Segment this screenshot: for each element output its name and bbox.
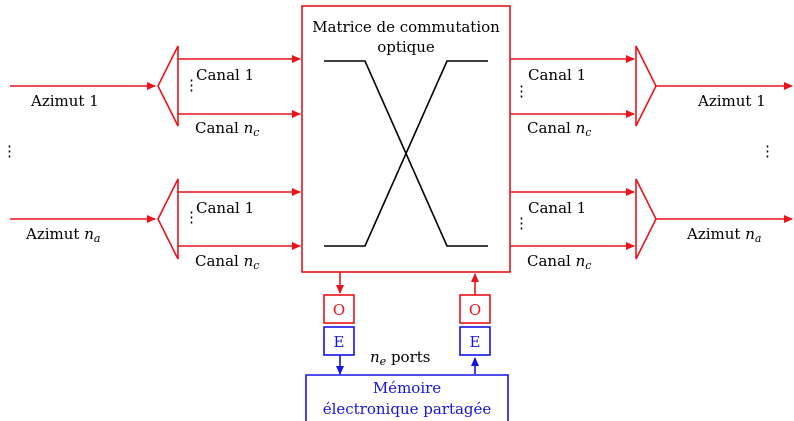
memory-line2: électronique partagée — [323, 400, 492, 418]
label-canal-nc-left-bottom: Canal nc — [195, 252, 259, 272]
label-canal-nc-left-top: Canal nc — [195, 119, 259, 139]
mux-right-bottom — [635, 178, 657, 260]
label-azimut-1-right: Azimut 1 — [697, 92, 766, 110]
converter-o-right-label: O — [469, 301, 481, 319]
label-azimut-na-right: Azimut na — [686, 225, 761, 245]
switch-matrix-box — [301, 5, 511, 273]
label-canal-1-right-bottom: Canal 1 — [528, 199, 586, 217]
converter-e-right-label: E — [470, 333, 481, 351]
label-canal-1-right-top: Canal 1 — [528, 66, 586, 84]
demux-left-top — [157, 45, 179, 127]
label-canal-nc-right-top: Canal nc — [527, 119, 591, 139]
matrix-title-line2: optique — [377, 38, 435, 56]
matrix-title-line1: Matrice de commutation — [312, 18, 500, 36]
label-canal-1-left-bottom: Canal 1 — [196, 199, 254, 217]
memory-line1: Mémoire — [373, 379, 441, 397]
shared-memory-box — [305, 374, 509, 421]
label-azimut-1-left: Azimut 1 — [30, 92, 99, 110]
converter-e-left — [323, 326, 355, 356]
converter-e-left-label: E — [334, 333, 345, 351]
vdots-right-middle: ⋮ — [760, 142, 775, 160]
converter-o-left — [323, 294, 355, 324]
label-canal-nc-right-bottom: Canal nc — [527, 252, 591, 272]
switch-path-b — [324, 60, 488, 247]
converter-e-right — [459, 326, 491, 356]
demux-left-bottom — [157, 178, 179, 260]
vdots-left-bottom: ⋮ — [184, 208, 199, 226]
vdots-left-top: ⋮ — [184, 76, 199, 94]
vdots-right-top: ⋮ — [514, 82, 529, 100]
label-azimut-na-left: Azimut na — [25, 225, 100, 245]
label-canal-1-left-top: Canal 1 — [196, 66, 254, 84]
vdots-left-middle: ⋮ — [2, 142, 17, 160]
converter-o-right — [459, 294, 491, 324]
converter-o-left-label: O — [333, 301, 345, 319]
mux-right-top — [635, 45, 657, 127]
ports-label: ne ports — [370, 348, 430, 368]
vdots-right-bottom: ⋮ — [514, 214, 529, 232]
